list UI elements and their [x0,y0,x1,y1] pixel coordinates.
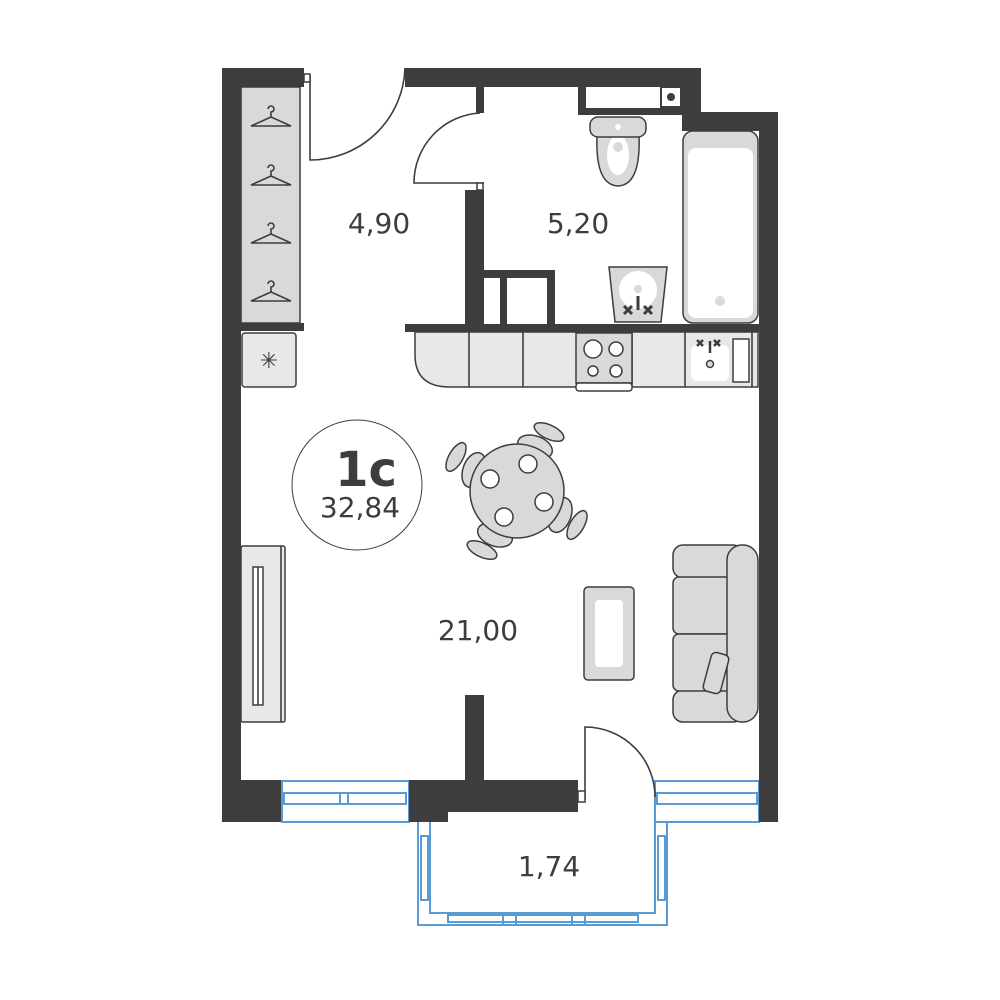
total-area: 32,84 [320,491,400,524]
doors [303,67,656,803]
hanger-icons [250,105,292,302]
wardrobe [240,86,301,324]
coffee-table [583,586,635,681]
washbasin [608,266,668,323]
kitchen-counter [414,331,759,392]
apartment-type: 1с [335,442,397,498]
asterisk-icon: ✳ [260,349,278,374]
stove [575,332,633,392]
walls [222,68,778,822]
room-area-balcony: 1,74 [518,850,580,883]
balcony-door [584,726,656,800]
entrance-door [309,67,406,161]
tv-stand [240,545,286,723]
boiler-unit: ✳ [241,332,297,388]
room-area-living-room: 21,00 [438,614,518,647]
room-area-hallway: 4,90 [348,207,410,240]
dining-table [445,421,588,561]
room-area-bathroom: 5,20 [547,207,609,240]
sofa [672,544,759,723]
bathtub [682,130,759,324]
apartment-badge [291,419,423,551]
kitchen-sink [691,338,750,383]
bathroom-door [413,112,484,184]
toilet [589,116,647,187]
